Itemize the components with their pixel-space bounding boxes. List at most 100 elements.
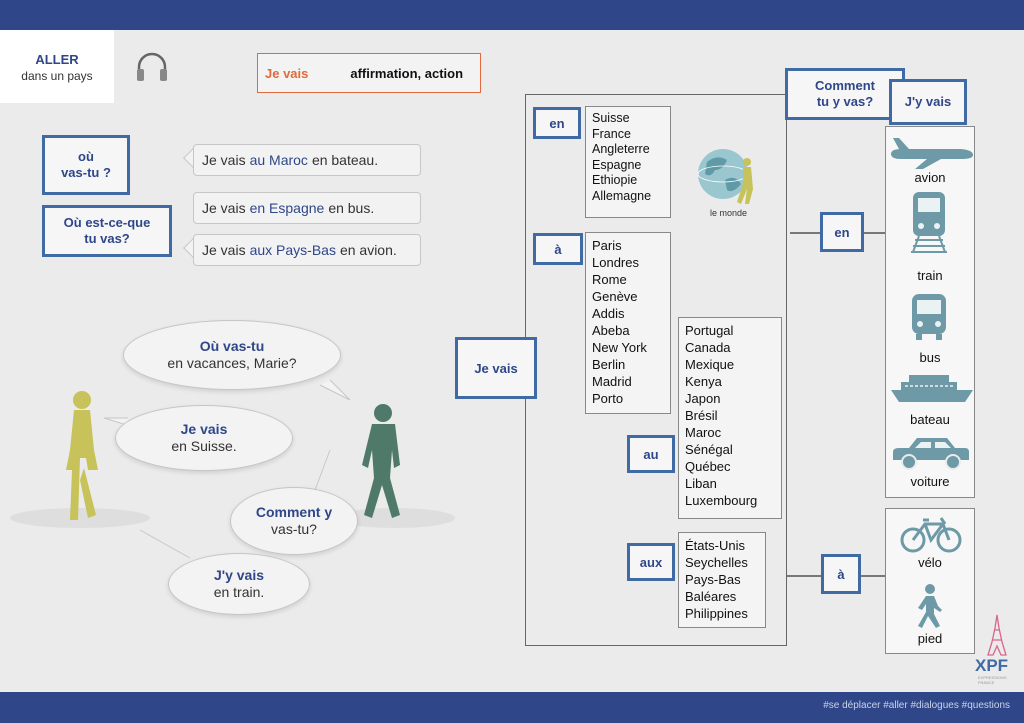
prep-en-label: en (533, 107, 581, 139)
question-ou-est-ce-que: Où est-ce-que tu vas? (42, 205, 172, 257)
list-entry: Porto (592, 391, 624, 406)
airplane-icon (891, 138, 973, 169)
list-entry: New York (592, 340, 647, 355)
list-entry: Abeba (592, 323, 630, 338)
jy-vais-label: J'y vais (889, 79, 967, 125)
list-entry: Angleterre (592, 142, 650, 156)
dialogue-rest: en train. (213, 584, 265, 600)
list-entry: Londres (592, 255, 639, 270)
globe-label: le monde (710, 208, 748, 218)
connector-line (863, 232, 885, 234)
sentence-pre: Je vais (202, 152, 246, 168)
legend-example: Je vais (265, 65, 309, 81)
sentence-pre: Je vais (202, 200, 246, 216)
question-ou-vas-tu: où vas-tu ? (42, 135, 130, 195)
list-entry: Paris (592, 238, 622, 253)
list-entry: Luxembourg (685, 493, 758, 508)
connector-line (787, 575, 821, 577)
globe-icon (697, 149, 753, 204)
list-entry: Sénégal (685, 442, 733, 457)
prep-a-label: à (533, 233, 583, 265)
transport-label-train: train (917, 268, 943, 283)
woman-figure-icon (66, 391, 98, 520)
sentence-highlight: au Maroc (249, 152, 308, 168)
list-entry: États-Unis (685, 538, 745, 553)
bus-icon (912, 294, 946, 340)
list-entry: Liban (685, 476, 717, 491)
dialogue-bubble-comment: Comment y vas-tu? (230, 487, 358, 555)
sentence-post: en bateau. (311, 152, 379, 168)
transport-label-velo: vélo (918, 555, 942, 570)
transport-a-box (885, 508, 975, 654)
prep-aux-label: aux (627, 543, 675, 581)
title-main: ALLER (35, 52, 79, 67)
man-figure-icon (362, 404, 400, 518)
list-entry: Madrid (592, 374, 632, 389)
sentence-post: en avion. (339, 242, 397, 258)
dialogue-bold: Comment y (255, 503, 333, 520)
xpf-logo-sub: EXPRESSIONS FRANCE (978, 675, 1007, 685)
list-entry: Québec (685, 459, 731, 474)
list-entry: Espagne (592, 157, 642, 172)
sentence-highlight: en Espagne (249, 200, 325, 216)
car-icon (893, 438, 969, 470)
train-icon (911, 192, 947, 253)
connector-line (860, 575, 885, 577)
list-entry: Baléares (685, 589, 737, 604)
legend-box: Je vais affirmation, action (257, 53, 481, 93)
transport-label-pied: pied (917, 631, 943, 646)
xpf-logo: XPF (975, 656, 1009, 675)
dialogue-bold: Je vais (180, 420, 228, 437)
transport-label-bateau: bateau (910, 412, 950, 427)
dialogue-bubble-question: Où vas-tu en vacances, Marie? (123, 320, 341, 390)
walking-person-icon (918, 584, 942, 628)
dialogue-bold: J'y vais (213, 566, 265, 583)
sentence-pre: Je vais (202, 242, 246, 258)
list-entry: Suisse (592, 111, 630, 125)
dialogue-rest: en Suisse. (171, 438, 237, 454)
dialogue-bubble-answer: Je vais en Suisse. (115, 405, 293, 471)
transport-label-bus: bus (919, 350, 941, 365)
headphones-icon[interactable] (134, 50, 170, 84)
prep-au-label: au (627, 435, 675, 473)
title-sub: dans un pays (21, 69, 93, 83)
transport-label-voiture: voiture (910, 474, 950, 489)
bottom-bar (0, 692, 1024, 723)
list-entry: Pays-Bas (685, 572, 741, 587)
list-entry: Philippines (685, 606, 748, 621)
ship-icon (891, 375, 973, 402)
list-entry: Mexique (685, 357, 735, 372)
transport-en-label: en (820, 212, 864, 252)
dialogue-bubble-reply: J'y vais en train. (168, 553, 310, 615)
sentence-highlight: aux Pays-Bas (249, 242, 336, 258)
list-entry: France (592, 126, 631, 141)
list-entry: Berlin (592, 357, 626, 372)
dialogue-rest: en vacances, Marie? (167, 355, 297, 371)
list-entry: Seychelles (685, 555, 748, 570)
list-entry: Genève (592, 289, 638, 304)
top-bar (0, 0, 1024, 30)
list-entry: Portugal (685, 323, 734, 338)
dialogue-scene (10, 379, 455, 559)
dialogue-bold: Où vas-tu (199, 337, 265, 354)
comment-tu-y-vas-label: Comment tu y vas? (785, 68, 905, 120)
title-box: ALLER dans un pays (0, 30, 114, 103)
transport-label-avion: avion (914, 170, 946, 185)
sentence-post: en bus. (328, 200, 375, 216)
list-entry: Kenya (685, 374, 722, 389)
list-entry: Canada (685, 340, 731, 355)
list-entry: Ethiopie (592, 173, 638, 187)
connector-line (790, 232, 820, 234)
list-entry: Allemagne (592, 188, 652, 203)
dialogue-rest: vas-tu? (271, 521, 317, 537)
list-entry: Rome (592, 272, 627, 287)
eiffel-tower-icon (987, 614, 1007, 656)
je-vais-label: Je vais (455, 337, 537, 399)
